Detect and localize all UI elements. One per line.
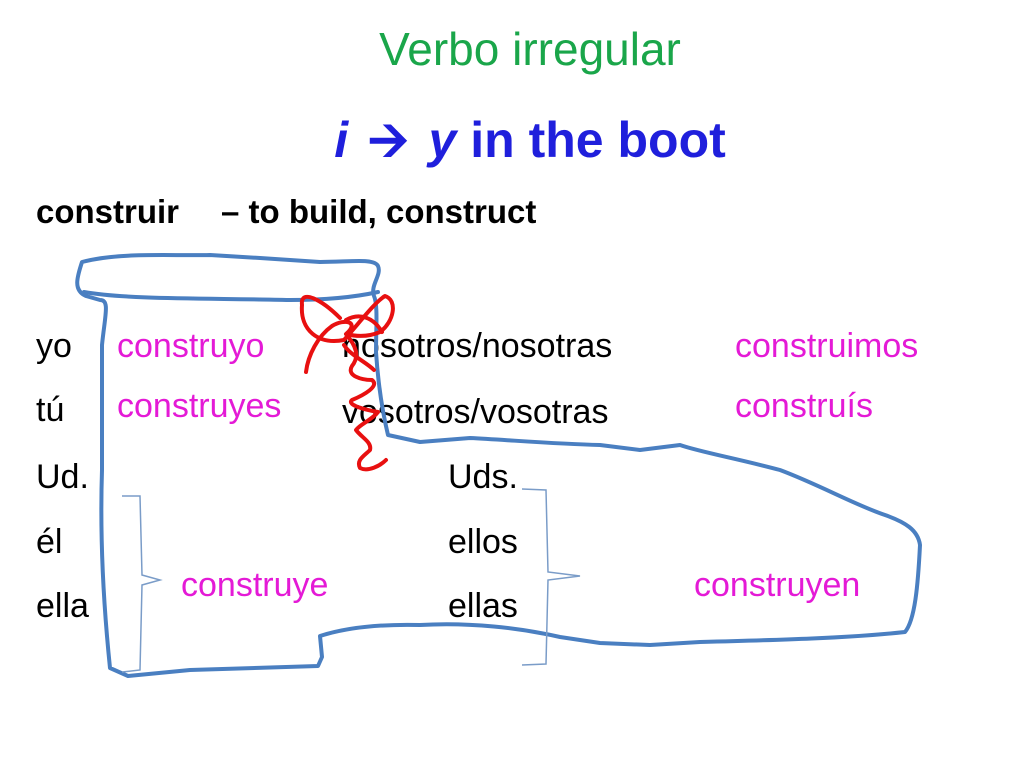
verb-definition: construir – to build, construct [36,193,536,231]
form-vosotros: construís [735,387,873,425]
form-yo: construyo [117,327,265,365]
pronoun-ellas: ellas [448,587,518,625]
right-arrow-icon: 🡪 [368,112,409,168]
pronoun-yo: yo [36,327,72,365]
form-tu: construyes [117,387,282,425]
slide-subtitle: i 🡪 y in the boot [0,104,1024,189]
slide-title: Verbo irregular [379,23,681,75]
pronoun-vosotros: vosotros/vosotras [342,393,609,431]
form-el: construye [181,566,329,604]
right-bracket-icon [521,488,581,666]
boot-collar-icon [82,290,380,303]
pronoun-ella: ella [36,587,89,625]
subtitle-from-letter: i [334,112,349,168]
pronoun-nosotros: nosotros/nosotras [342,327,613,365]
form-nosotros: construimos [735,327,919,365]
subtitle-to-letter: y [428,112,457,168]
boot-laces-icon [299,294,395,472]
pronoun-uds: Uds. [448,458,518,496]
left-bracket-icon [121,495,163,673]
pronoun-el: él [36,523,63,561]
subtitle-rest: in the boot [470,112,726,168]
verb-meaning: – to build, construct [221,193,537,230]
verb-infinitive: construir [36,193,180,230]
form-ellos: construyen [694,566,861,604]
pronoun-tu: tú [36,391,65,429]
pronoun-ud: Ud. [36,458,89,496]
pronoun-ellos: ellos [448,523,518,561]
